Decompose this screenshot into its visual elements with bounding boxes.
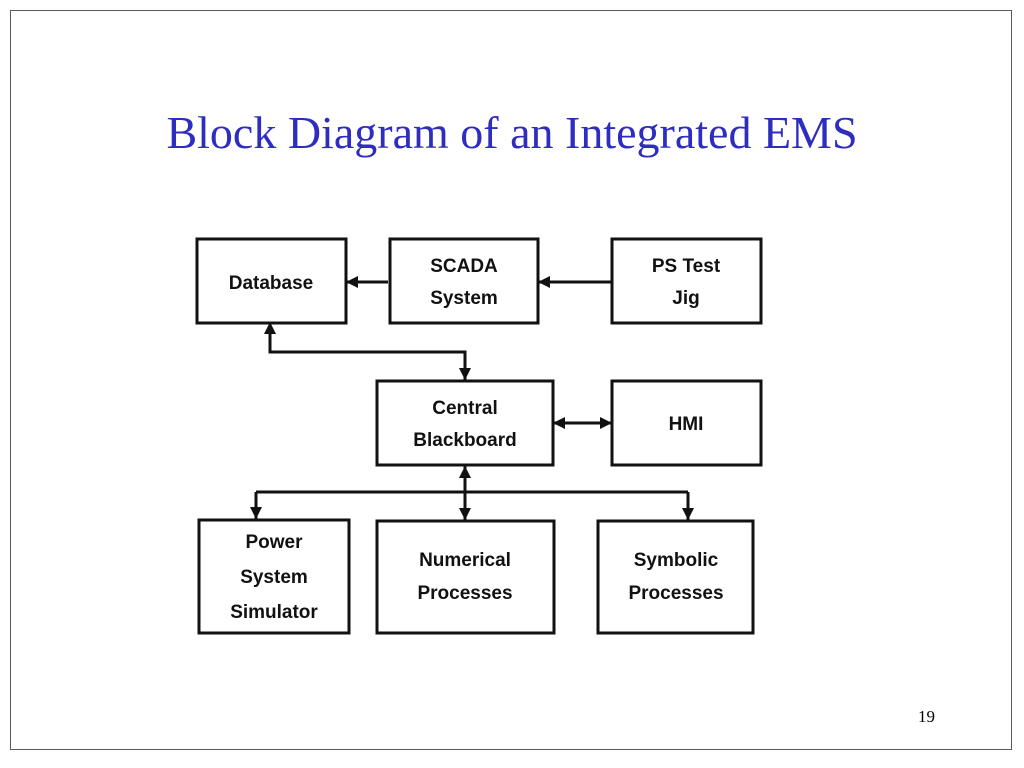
- block-symbolic-line-1: Symbolic: [634, 550, 719, 571]
- arrowhead-scada: [538, 276, 550, 288]
- block-pstest-line-1: PS Test: [652, 256, 721, 277]
- block-scada-system: SCADA System: [388, 237, 540, 325]
- connector-database-blackboard: [268, 322, 467, 380]
- block-central-line-1: Central: [432, 398, 497, 419]
- block-central-line-2: Blackboard: [413, 430, 516, 451]
- arrowhead-numerical: [459, 508, 471, 520]
- arrowhead-power-system: [250, 507, 262, 519]
- block-numerical-line-1: Numerical: [419, 550, 511, 571]
- block-numerical-processes: Numerical Processes: [375, 519, 556, 635]
- block-database-label: Database: [229, 273, 314, 294]
- block-ps-test-jig: PS Test Jig: [610, 237, 763, 325]
- block-hmi-label: HMI: [669, 414, 704, 435]
- slide-title: Block Diagram of an Integrated EMS: [166, 107, 858, 158]
- page-number: 19: [918, 707, 935, 726]
- arrowhead-blackboard-bottom: [459, 466, 471, 478]
- block-numerical-line-2: Processes: [417, 583, 512, 604]
- block-database: Database: [195, 237, 348, 325]
- block-central-blackboard: Central Blackboard: [375, 379, 555, 467]
- block-scada-line-2: System: [430, 288, 498, 309]
- block-scada-line-1: SCADA: [430, 256, 498, 277]
- arrowhead-database: [346, 276, 358, 288]
- block-power-system-simulator: Power System Simulator: [197, 518, 351, 635]
- block-pstest-line-2: Jig: [672, 288, 699, 309]
- arrowhead-blackboard-right: [553, 417, 565, 429]
- arrowhead-symbolic: [682, 508, 694, 520]
- block-symbolic-line-2: Processes: [628, 583, 723, 604]
- arrowhead-blackboard-top: [459, 368, 471, 380]
- block-power-line-3: Simulator: [230, 602, 318, 623]
- block-symbolic-processes: Symbolic Processes: [596, 519, 755, 635]
- block-power-line-1: Power: [245, 532, 303, 553]
- arrowhead-database-up: [264, 322, 276, 334]
- block-power-line-2: System: [240, 567, 308, 588]
- arrowhead-hmi: [600, 417, 612, 429]
- block-hmi: HMI: [610, 379, 763, 467]
